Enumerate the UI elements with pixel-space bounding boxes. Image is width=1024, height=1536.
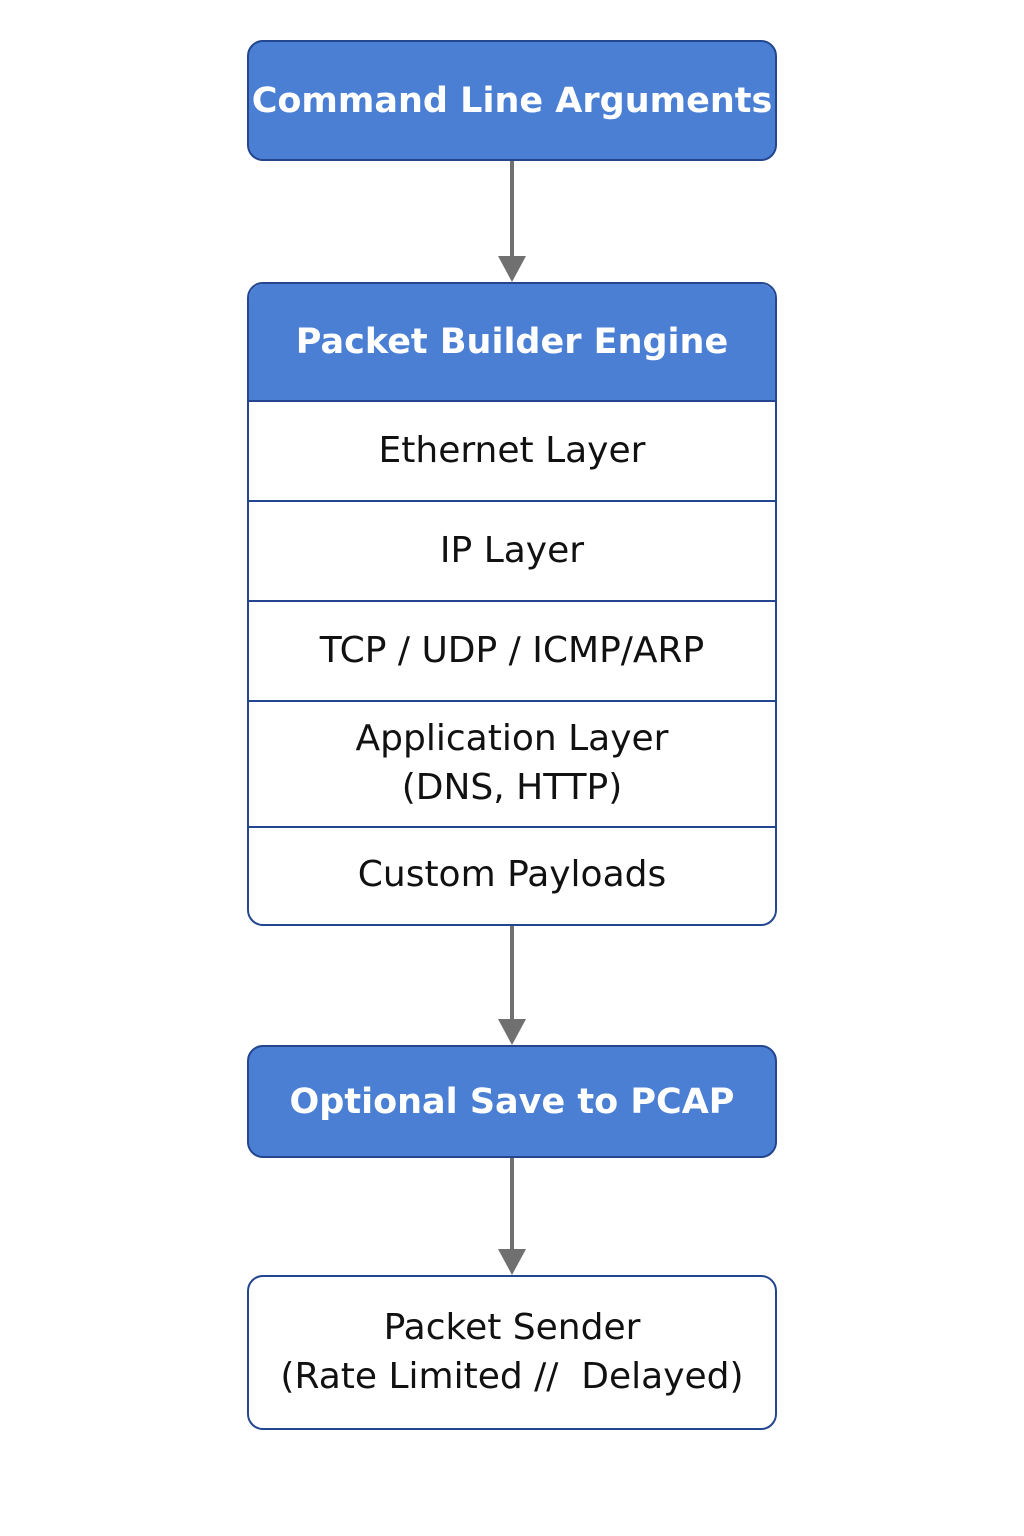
node-packet-builder-engine: Packet Builder Engine Ethernet Layer IP … <box>247 282 777 926</box>
node-cli-label: Command Line Arguments <box>251 80 773 121</box>
arrow-cli-to-builder <box>498 161 526 282</box>
node-pcap-label: Optional Save to PCAP <box>289 1081 735 1122</box>
arrow-builder-to-pcap <box>498 926 526 1045</box>
node-optional-save-to-pcap: Optional Save to PCAP <box>247 1045 777 1158</box>
layer-ip: IP Layer <box>249 502 775 602</box>
layer-application-sublabel: (DNS, HTTP) <box>401 767 623 808</box>
node-sender-subtitle: (Rate Limited // Delayed) <box>280 1355 744 1397</box>
layer-custom-payloads-label: Custom Payloads <box>357 854 667 896</box>
layer-application: Application Layer (DNS, HTTP) <box>249 702 775 828</box>
layer-ethernet-label: Ethernet Layer <box>378 429 646 471</box>
layer-ip-label: IP Layer <box>439 529 585 571</box>
layer-application-label: Application Layer <box>355 718 669 760</box>
node-sender-text: Packet Sender (Rate Limited // Delayed) <box>249 1277 775 1428</box>
layer-transport-label: TCP / UDP / ICMP/ARP <box>319 629 705 671</box>
node-command-line-arguments: Command Line Arguments <box>247 40 777 161</box>
layer-custom-payloads: Custom Payloads <box>249 828 775 923</box>
node-sender-title: Packet Sender <box>383 1306 641 1348</box>
node-packet-sender: Packet Sender (Rate Limited // Delayed) <box>247 1275 777 1430</box>
builder-title: Packet Builder Engine <box>249 284 775 402</box>
layer-ethernet: Ethernet Layer <box>249 402 775 502</box>
arrow-pcap-to-sender <box>498 1158 526 1275</box>
layer-transport: TCP / UDP / ICMP/ARP <box>249 602 775 702</box>
